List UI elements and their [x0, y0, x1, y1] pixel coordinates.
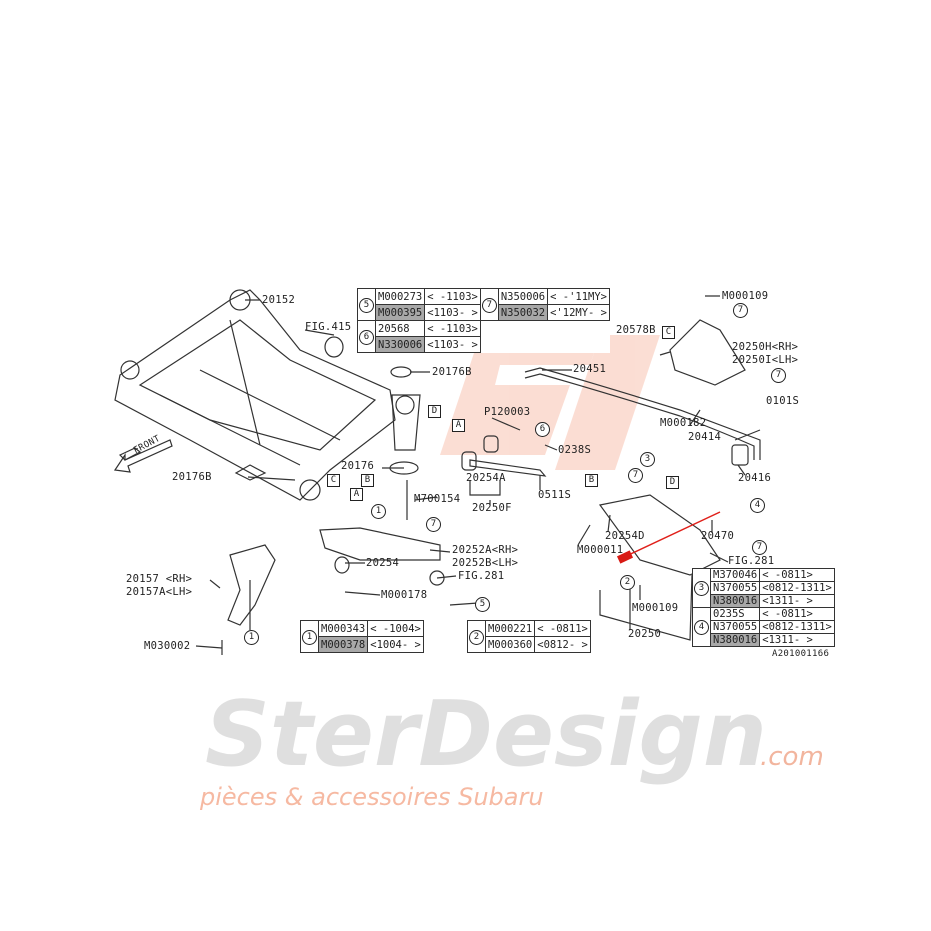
label-m000109-top[interactable]: M000109	[722, 290, 769, 302]
label-m030002[interactable]: M030002	[144, 640, 191, 652]
label-20470[interactable]: 20470	[701, 530, 735, 542]
subframe	[113, 289, 761, 655]
callout-3: 3	[640, 452, 655, 467]
label-20578b[interactable]: 20578B	[616, 324, 656, 336]
label-20250f[interactable]: 20250F	[472, 502, 512, 514]
label-m700154[interactable]: M700154	[414, 493, 461, 505]
ref-box-d: D	[666, 476, 679, 489]
label-20157a[interactable]: 20157A<LH>	[126, 586, 193, 598]
callout-5: 5	[475, 597, 490, 612]
highlighted-link	[621, 511, 721, 559]
callout-7: 7	[733, 303, 748, 318]
label-0511s[interactable]: 0511S	[538, 489, 572, 501]
callout-1: 1	[244, 630, 259, 645]
label-fig281-a[interactable]: FIG.281	[458, 570, 505, 582]
label-20416[interactable]: 20416	[738, 472, 772, 484]
ref-box-c: C	[327, 474, 340, 487]
callout-7: 7	[426, 517, 441, 532]
label-20176b-left[interactable]: 20176B	[172, 471, 212, 483]
label-20451[interactable]: 20451	[573, 363, 607, 375]
svg-text:SterDesign: SterDesign	[205, 682, 767, 787]
label-20250h[interactable]: 20250H<RH>	[732, 341, 799, 353]
label-0238s[interactable]: 0238S	[558, 444, 592, 456]
label-m000011[interactable]: M000011	[577, 544, 624, 556]
label-20414[interactable]: 20414	[688, 431, 722, 443]
callout-7: 7	[752, 540, 767, 555]
ref-box-d: D	[428, 405, 441, 418]
label-p120003[interactable]: P120003	[484, 406, 531, 418]
callout-7: 7	[771, 368, 786, 383]
label-fig415[interactable]: FIG.415	[305, 321, 352, 333]
callout-7: 7	[628, 468, 643, 483]
callout-1: 1	[371, 504, 386, 519]
label-m000182[interactable]: M000182	[660, 417, 707, 429]
label-0101s[interactable]: 0101S	[766, 395, 800, 407]
diagram-reference: A201001166	[772, 649, 830, 659]
callout-4: 4	[750, 498, 765, 513]
ref-box-a: A	[350, 488, 363, 501]
label-20254[interactable]: 20254	[366, 557, 400, 569]
label-20176b-top[interactable]: 20176B	[432, 366, 472, 378]
label-20254d[interactable]: 20254D	[605, 530, 645, 542]
ref-box-a: A	[452, 419, 465, 432]
label-20250[interactable]: 20250	[628, 628, 662, 640]
callout-2: 2	[620, 575, 635, 590]
label-20254a[interactable]: 20254A	[466, 472, 506, 484]
label-20252b[interactable]: 20252B<LH>	[452, 557, 519, 569]
highlighted-bolt	[616, 550, 634, 564]
label-20250i[interactable]: 20250I<LH>	[732, 354, 799, 366]
label-20252a[interactable]: 20252A<RH>	[452, 544, 519, 556]
watermark-logo	[440, 335, 660, 470]
label-20176[interactable]: 20176	[341, 460, 375, 472]
label-m000109-bottom[interactable]: M000109	[632, 602, 679, 614]
watermark-brand: SterDesign .com pièces & accessoires Sub…	[199, 682, 824, 811]
callout-6: 6	[535, 422, 550, 437]
label-20157[interactable]: 20157 <RH>	[126, 573, 193, 585]
ref-box-b: B	[361, 474, 374, 487]
svg-text:.com: .com	[760, 742, 824, 772]
label-20152[interactable]: 20152	[262, 294, 296, 306]
svg-text:pièces & accessoires Subaru: pièces & accessoires Subaru	[199, 783, 544, 811]
ref-box-c: C	[662, 326, 675, 339]
label-m000178[interactable]: M000178	[381, 589, 428, 601]
ref-box-b: B	[585, 474, 598, 487]
label-fig281-b[interactable]: FIG.281	[728, 555, 775, 567]
